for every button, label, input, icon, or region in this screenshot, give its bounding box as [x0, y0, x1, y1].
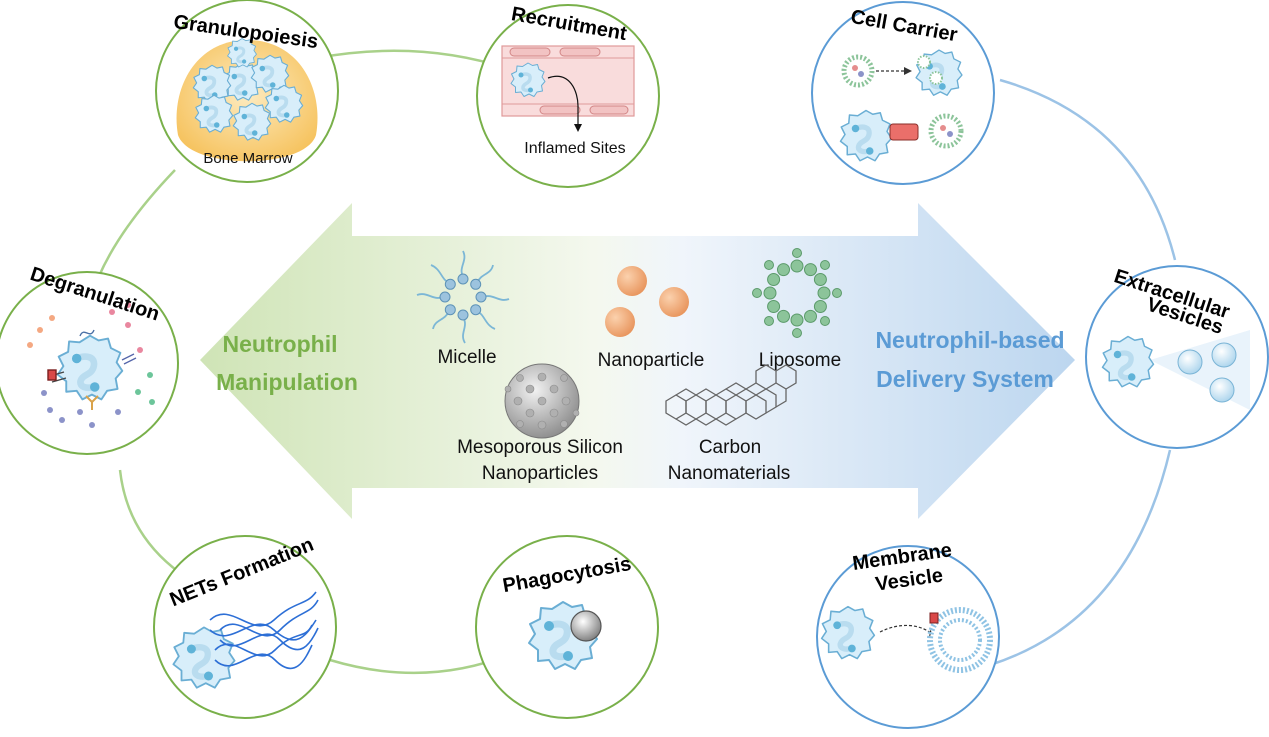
carbon-label-line2: Nanomaterials — [668, 463, 791, 484]
cell-carrier-circle: Cell Carrier — [811, 1, 995, 185]
membrane-vesicle-icon — [927, 607, 993, 673]
nets-formation-circle: NETs Formation — [153, 534, 337, 719]
recruitment-sublabel: Inflamed Sites — [524, 140, 625, 157]
central-double-arrow — [200, 203, 1075, 519]
micelle-icon — [416, 250, 510, 344]
receptor-icons — [47, 329, 137, 410]
nanocarrier-icon — [841, 54, 875, 88]
granulopoiesis-sublabel: Bone Marrow — [203, 150, 292, 167]
right-arrow-label-line2: Delivery System — [876, 366, 1054, 392]
granule-dots — [27, 302, 155, 428]
carbon-label-line1: Carbon — [699, 437, 761, 458]
mesoporous-label-line2: Nanoparticles — [482, 463, 598, 484]
nanoparticle-label: Nanoparticle — [598, 350, 705, 371]
nanoparticle-icon — [605, 266, 689, 337]
dna-strands-icon — [209, 591, 319, 670]
mesoporous-label-line1: Mesoporous Silicon — [457, 437, 623, 458]
liposome-icon — [752, 248, 842, 338]
membrane-vesicle-circle: Membrane Vesicle — [816, 539, 1000, 729]
mesoporous-silicon-icon — [504, 363, 580, 439]
degranulation-circle: Degranulation — [0, 263, 179, 455]
extracellular-vesicles-circle: Extracellular Vesicles — [1085, 265, 1269, 449]
recruitment-circle: Inflamed Sites Recruitment — [476, 3, 660, 188]
right-arrow-label-line1: Neutrophil-based — [875, 327, 1064, 353]
carbon-nanomaterial-icon — [665, 364, 797, 426]
micelle-label: Micelle — [437, 347, 496, 368]
left-arrow-label-line1: Neutrophil — [223, 331, 338, 357]
phagocytosis-circle: Phagocytosis — [475, 535, 659, 719]
granulopoiesis-circle: Bone Marrow Granulopoiesis — [155, 0, 339, 183]
left-arrow-label-line2: Manipulation — [216, 369, 358, 395]
liposome-label: Liposome — [759, 350, 841, 371]
delivery-ring — [989, 78, 1177, 667]
